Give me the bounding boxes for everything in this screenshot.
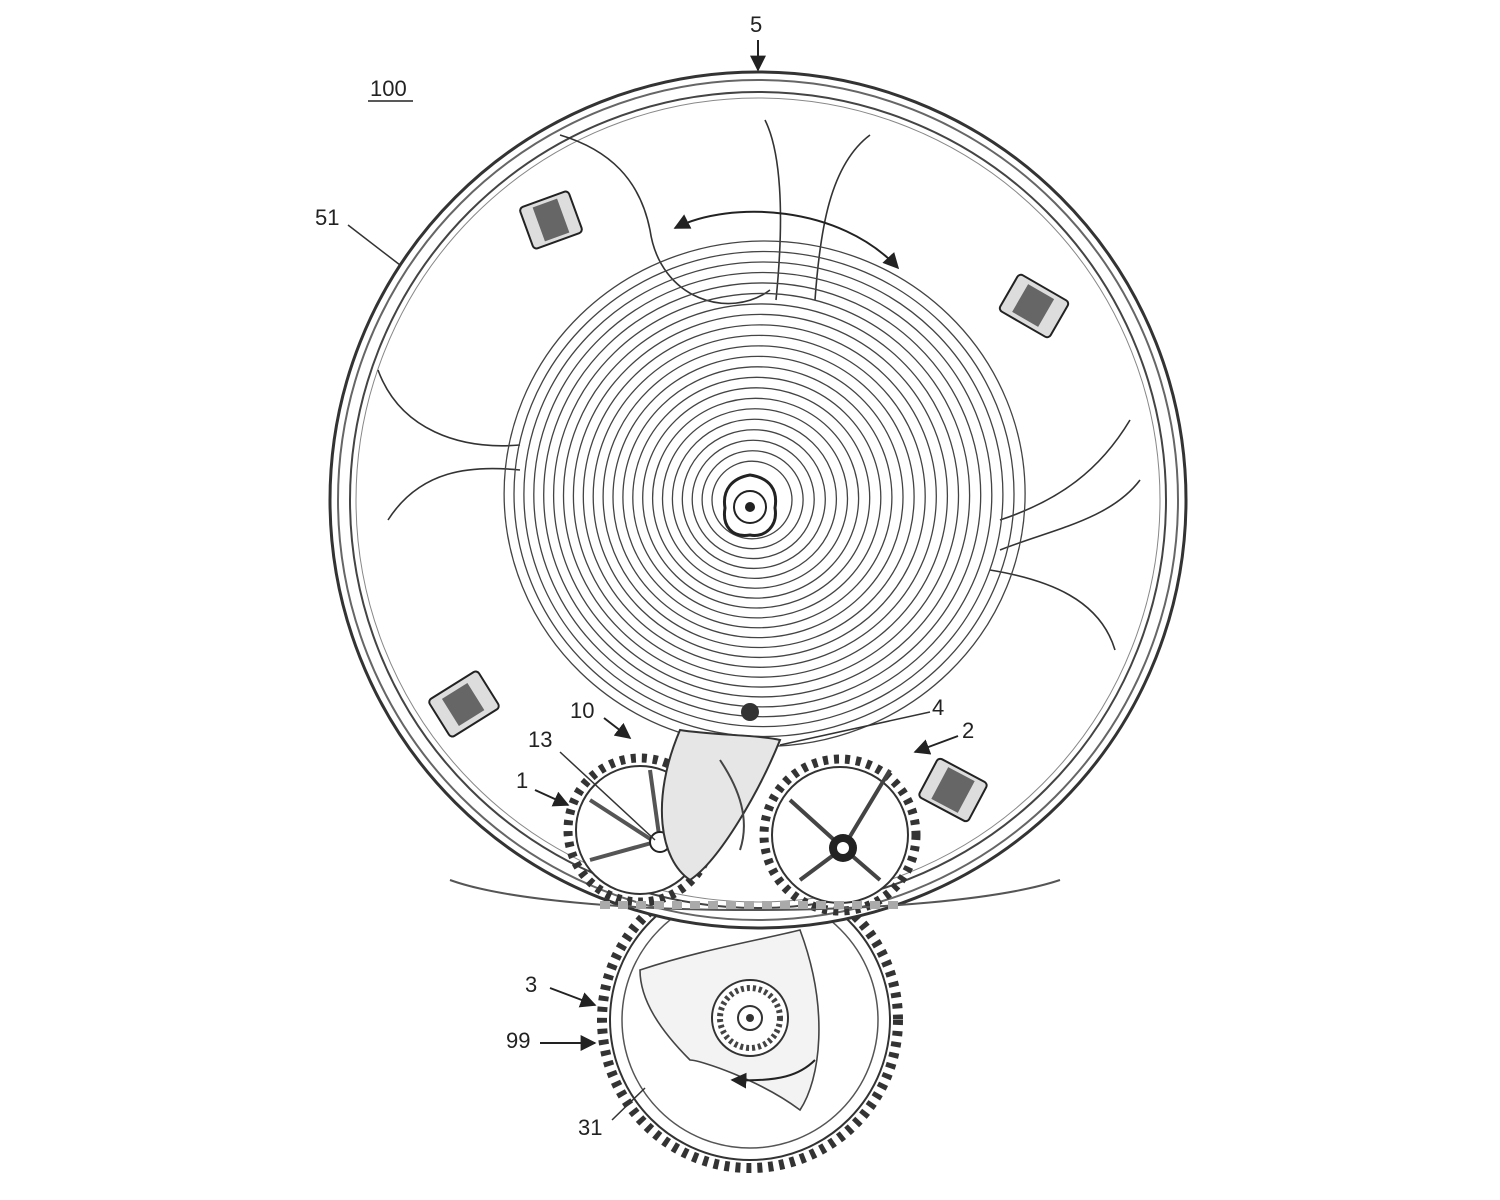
label-1: 1	[516, 768, 528, 793]
double-arrow-icon	[673, 210, 900, 270]
lever-4	[660, 703, 782, 882]
label-31: 31	[578, 1115, 602, 1140]
spring-coil	[711, 460, 793, 540]
spring-coil	[543, 282, 982, 708]
label-51: 51	[315, 205, 339, 230]
spring-coil	[523, 261, 1004, 728]
spring-coil	[622, 366, 893, 629]
label-4: 4	[932, 695, 944, 720]
weight-screw-1	[519, 190, 583, 250]
arrow-icon	[730, 1059, 816, 1089]
spring-coil	[602, 345, 915, 649]
spring-coil	[661, 408, 849, 589]
label-2: 2	[962, 718, 974, 743]
spring-coil	[533, 271, 993, 718]
label-99: 99	[506, 1028, 530, 1053]
spring-coil	[642, 387, 871, 609]
spokes	[377, 119, 1141, 651]
label-10: 10	[570, 698, 594, 723]
spring-coil	[513, 250, 1015, 738]
figure-reference: 100	[370, 76, 407, 101]
label-13: 13	[528, 727, 552, 752]
hairspring	[503, 240, 1026, 748]
label-3: 3	[525, 972, 537, 997]
spring-coil	[552, 292, 971, 698]
spring-coil	[701, 450, 804, 550]
weight-screw-3	[428, 670, 500, 738]
weight-screw-4	[918, 757, 988, 823]
spring-coil	[582, 324, 937, 668]
label-5: 5	[750, 12, 762, 37]
gear-2	[759, 754, 921, 916]
spring-collet	[722, 473, 778, 537]
spring-coil	[632, 376, 882, 619]
spring-coil	[671, 418, 838, 579]
spring-coil	[592, 334, 926, 659]
weight-screw-2	[998, 273, 1070, 339]
spring-coil	[651, 397, 860, 599]
spring-coil	[691, 439, 815, 560]
spring-coil	[572, 313, 949, 678]
spring-coil	[562, 303, 960, 688]
spring-coil	[612, 355, 904, 639]
spring-coil	[681, 429, 826, 570]
